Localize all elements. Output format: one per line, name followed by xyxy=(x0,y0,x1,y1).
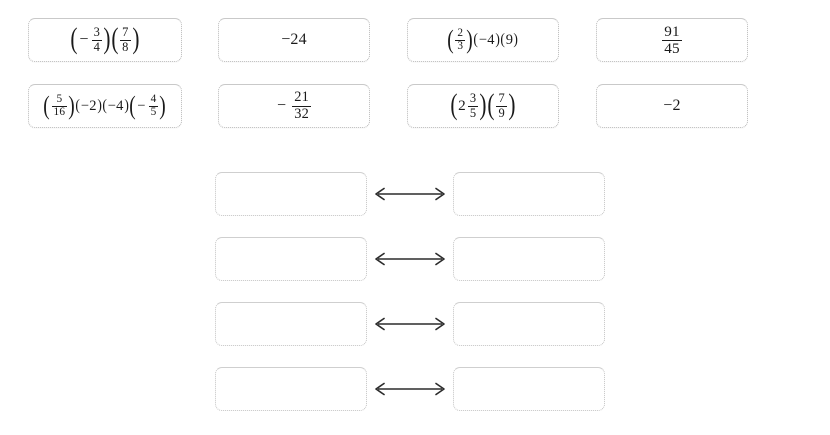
drop-slot-left-3[interactable] xyxy=(215,302,367,346)
denominator: 4 xyxy=(91,39,103,54)
double-arrow-icon xyxy=(367,186,453,202)
denominator: 45 xyxy=(662,39,682,57)
left-paren-icon: ( xyxy=(75,97,81,115)
double-arrow-icon xyxy=(367,381,453,397)
drop-slot-right-3[interactable] xyxy=(453,302,605,346)
right-paren-icon: ) xyxy=(103,23,111,56)
fraction-three-fourths: 3 4 xyxy=(91,25,103,54)
minus-sign: − xyxy=(137,97,146,114)
match-row xyxy=(0,302,830,346)
matching-area xyxy=(0,172,830,432)
value-negative-twenty-four: −24 xyxy=(281,31,307,48)
left-paren-icon: ( xyxy=(447,24,455,55)
right-paren-icon: ) xyxy=(495,31,500,49)
factor-negative-four: −4 xyxy=(107,97,124,114)
drop-slot-right-1[interactable] xyxy=(453,172,605,216)
drop-slot-right-4[interactable] xyxy=(453,367,605,411)
left-paren-icon: ( xyxy=(111,23,119,56)
expression-mixed-two-and-three-fifths-times-seven-ninths: ( 2 3 5 ) ( 7 9 ) xyxy=(450,89,516,122)
numerator: 5 xyxy=(56,92,63,105)
value-ninety-one-forty-fifths: 91 45 xyxy=(661,22,683,57)
draggable-tile-7[interactable]: ( 2 3 5 ) ( 7 9 ) xyxy=(407,84,559,128)
left-paren-icon: ( xyxy=(473,31,479,49)
drop-slot-left-1[interactable] xyxy=(215,172,367,216)
value-negative-two: −2 xyxy=(663,97,681,114)
fraction-five-sixteenths: 5 16 xyxy=(51,92,68,119)
left-paren-icon: ( xyxy=(500,31,506,49)
mixed-number-integer-part: 2 xyxy=(458,97,466,115)
denominator: 5 xyxy=(148,105,159,118)
numerator: 21 xyxy=(294,89,310,106)
denominator: 5 xyxy=(467,105,479,120)
right-paren-icon: ) xyxy=(466,24,474,55)
fraction-seven-eighths: 7 8 xyxy=(120,25,131,54)
match-row xyxy=(0,367,830,411)
denominator: 32 xyxy=(292,105,312,122)
match-row xyxy=(0,237,830,281)
right-paren-icon: ) xyxy=(123,97,129,115)
drop-slot-right-2[interactable] xyxy=(453,237,605,281)
left-paren-icon: ( xyxy=(450,89,458,122)
tile-bank-row-1: ( − 3 4 ) ( 7 8 ) −24 ( xyxy=(0,0,830,62)
factor-nine: 9 xyxy=(505,31,514,48)
draggable-tile-4[interactable]: 91 45 xyxy=(596,18,748,62)
right-paren-icon: ) xyxy=(132,23,140,56)
denominator: 9 xyxy=(496,105,507,120)
numerator: 7 xyxy=(498,91,505,106)
expression-neg-three-fourths-times-seven-eighths: ( − 3 4 ) ( 7 8 ) xyxy=(70,23,140,56)
factor-negative-two: −2 xyxy=(80,97,97,114)
minus-sign: − xyxy=(79,31,89,48)
fraction-seven-ninths: 7 9 xyxy=(496,91,507,120)
left-paren-icon: ( xyxy=(129,90,136,121)
tile-bank: ( − 3 4 ) ( 7 8 ) −24 ( xyxy=(0,0,830,128)
drop-slot-left-2[interactable] xyxy=(215,237,367,281)
value-negative-twenty-one-thirty-seconds: − 21 32 xyxy=(276,90,312,121)
left-paren-icon: ( xyxy=(487,89,496,122)
draggable-tile-6[interactable]: − 21 32 xyxy=(218,84,370,128)
numerator: 4 xyxy=(150,92,157,105)
denominator: 3 xyxy=(455,39,466,52)
double-arrow-icon xyxy=(367,316,453,332)
left-paren-icon: ( xyxy=(102,97,108,115)
numerator: 7 xyxy=(122,25,129,40)
match-row xyxy=(0,172,830,216)
numerator: 91 xyxy=(664,22,680,40)
draggable-tile-5[interactable]: ( 5 16 ) ( −2 ) ( −4 ) ( − 4 5 ) xyxy=(28,84,182,128)
double-arrow-icon xyxy=(367,251,453,267)
right-paren-icon: ) xyxy=(479,89,487,122)
fraction-three-fifths: 3 5 xyxy=(467,91,479,120)
numerator: 2 xyxy=(457,26,464,39)
draggable-tile-1[interactable]: ( − 3 4 ) ( 7 8 ) xyxy=(28,18,182,62)
right-paren-icon: ) xyxy=(97,97,102,115)
left-paren-icon: ( xyxy=(70,23,78,56)
drop-slot-left-4[interactable] xyxy=(215,367,367,411)
denominator: 8 xyxy=(120,39,131,54)
left-paren-icon: ( xyxy=(43,90,51,121)
fraction-two-thirds: 2 3 xyxy=(455,26,466,53)
numerator: 3 xyxy=(469,91,477,106)
denominator: 16 xyxy=(51,105,68,118)
minus-sign: − xyxy=(276,97,287,114)
fraction-21-over-32: 21 32 xyxy=(292,89,312,122)
draggable-tile-3[interactable]: ( 2 3 ) ( −4 ) ( 9 ) xyxy=(407,18,559,62)
right-paren-icon: ) xyxy=(513,31,519,49)
draggable-tile-2[interactable]: −24 xyxy=(218,18,370,62)
right-paren-icon: ) xyxy=(508,89,516,122)
tile-bank-row-2: ( 5 16 ) ( −2 ) ( −4 ) ( − 4 5 ) xyxy=(0,62,830,128)
fraction-91-over-45: 91 45 xyxy=(662,22,682,57)
right-paren-icon: ) xyxy=(68,90,76,121)
factor-negative-four: −4 xyxy=(478,31,495,48)
draggable-tile-8[interactable]: −2 xyxy=(596,84,748,128)
expression-five-sixteenths-chain: ( 5 16 ) ( −2 ) ( −4 ) ( − 4 5 ) xyxy=(43,90,167,121)
expression-two-thirds-times-neg-four-times-nine: ( 2 3 ) ( −4 ) ( 9 ) xyxy=(447,24,519,55)
numerator: 3 xyxy=(93,25,101,40)
fraction-four-fifths: 4 5 xyxy=(148,92,159,119)
right-paren-icon: ) xyxy=(159,90,167,121)
